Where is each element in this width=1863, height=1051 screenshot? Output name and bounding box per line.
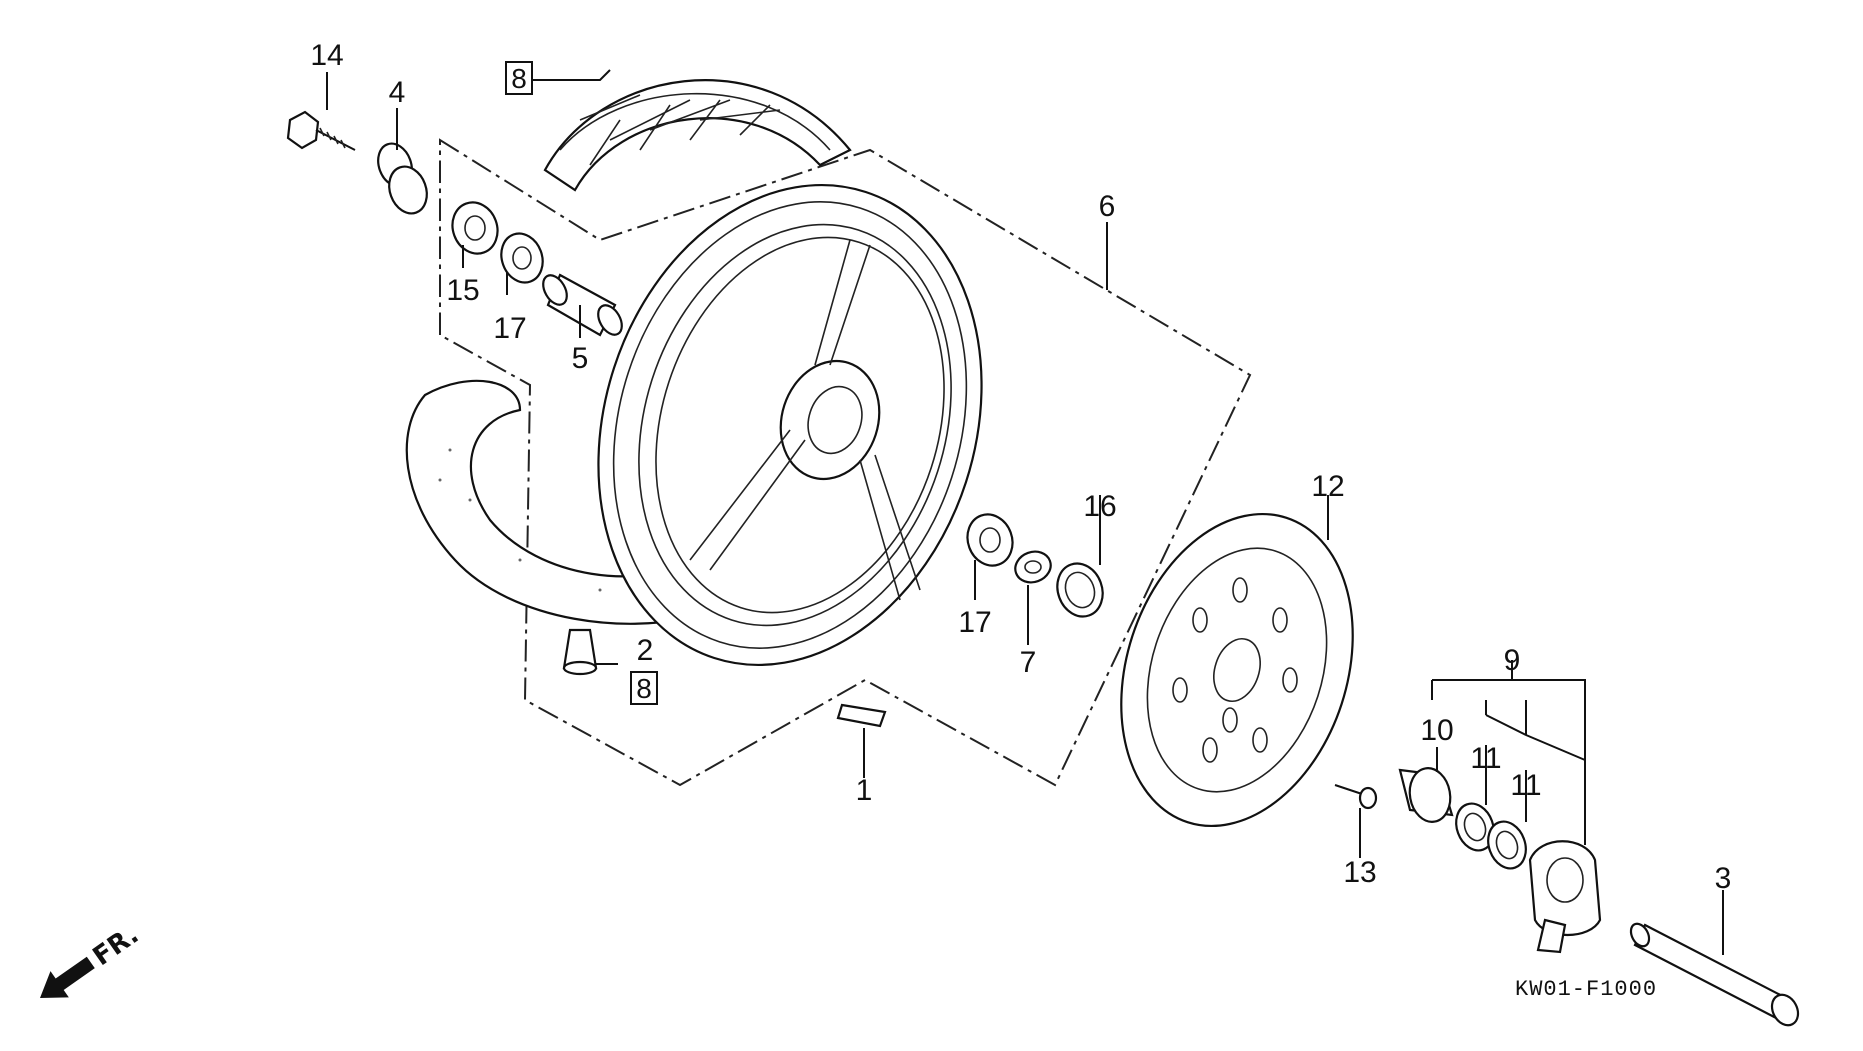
bolt-part-14 — [286, 110, 356, 151]
callout-15: 15 — [446, 274, 479, 307]
callout-3: 3 — [1715, 862, 1732, 895]
callout-6: 6 — [1099, 190, 1116, 223]
washer-part-11a — [1455, 802, 1495, 852]
callout-11-b: 11 — [1510, 769, 1541, 802]
callout-14: 14 — [310, 39, 343, 72]
callout-17-left: 17 — [493, 312, 526, 345]
boxed-callout-tire: 8 — [505, 61, 533, 95]
collar-part-4 — [377, 142, 428, 215]
callout-7: 7 — [1020, 646, 1037, 679]
bearing-part-17-left — [500, 232, 544, 284]
callout-4: 4 — [389, 76, 406, 109]
bolt-part-13 — [1334, 784, 1378, 810]
spacer-part-5 — [542, 273, 623, 337]
valve-part-2 — [562, 628, 598, 676]
leader-lines — [326, 69, 1724, 955]
callout-11-a: 11 — [1470, 742, 1501, 775]
callout-9: 9 — [1504, 644, 1521, 677]
front-direction-arrow: FR. — [40, 920, 145, 998]
callout-17-right: 17 — [958, 606, 991, 639]
gear-part-10 — [1398, 767, 1454, 823]
washer-part-11b — [1487, 820, 1527, 870]
seal-part-16 — [1056, 562, 1104, 618]
axle-part-3 — [1629, 922, 1800, 1027]
boxed-callout-8-tire: 8 — [511, 63, 527, 94]
callout-2: 2 — [637, 634, 654, 667]
assembly-outline — [439, 138, 1252, 787]
callout-16: 16 — [1083, 490, 1116, 523]
diagram-code: KW01-F1000 — [1515, 977, 1657, 1002]
retainer-part-7 — [1014, 550, 1052, 584]
front-direction-label: FR. — [88, 920, 145, 972]
wheel-rim-part — [597, 183, 983, 667]
callout-1: 1 — [856, 774, 873, 807]
callout-5: 5 — [572, 342, 589, 375]
balance-weight-part-1 — [836, 703, 887, 728]
callout-13: 13 — [1343, 856, 1376, 889]
tire-upper-part — [543, 79, 852, 192]
bearing-part-17-right — [966, 513, 1014, 567]
callout-12: 12 — [1311, 470, 1344, 503]
boxed-callout-valve: 8 — [630, 671, 658, 705]
brake-disc-part-12 — [1120, 512, 1354, 828]
bearing-part-15 — [451, 201, 499, 255]
callout-10: 10 — [1420, 714, 1453, 747]
speedometer-gearbox-part-9 — [1528, 840, 1602, 954]
boxed-callout-8-valve: 8 — [636, 673, 652, 704]
